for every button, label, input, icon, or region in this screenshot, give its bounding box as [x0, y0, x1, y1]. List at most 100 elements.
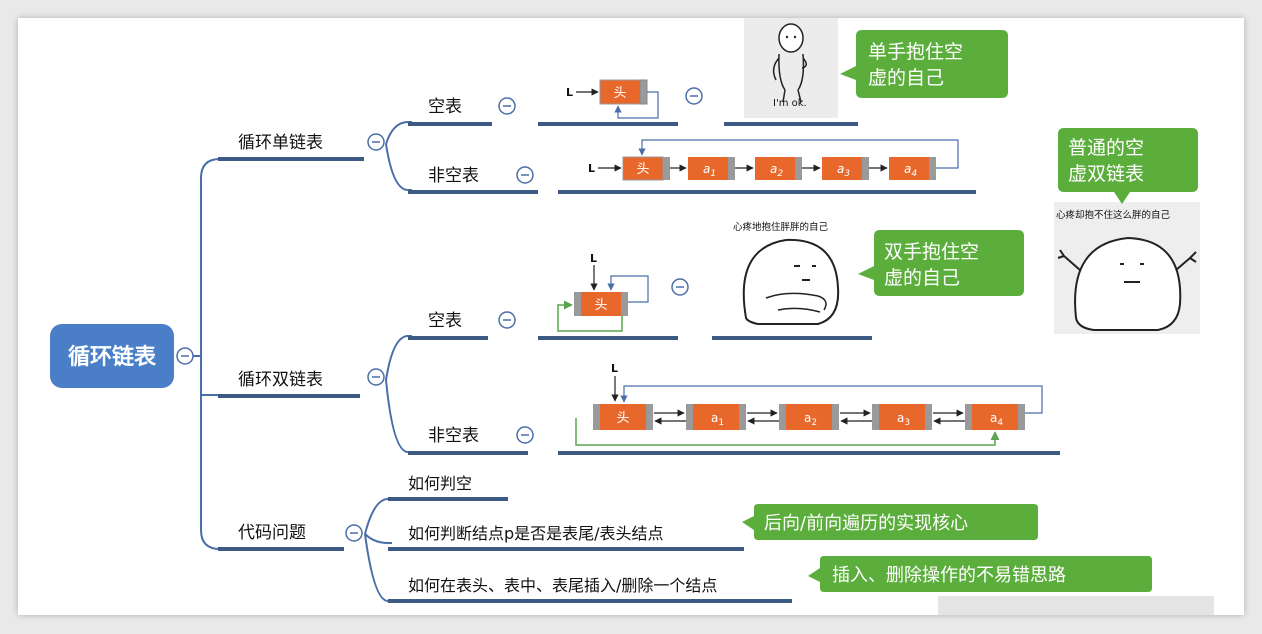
blob-arms [1057, 249, 1197, 271]
collapse-double[interactable] [367, 368, 385, 386]
node-a1-next [739, 404, 746, 430]
node-a2-label: a2 [770, 162, 783, 179]
connector-code-1 [364, 498, 392, 535]
node-a1-label: a1 [703, 162, 716, 179]
double-empty-label: 空表 [428, 311, 462, 331]
callout-single-hug: 单手抱住空 虚的自己 [840, 30, 1008, 98]
head-node [600, 404, 646, 430]
node-a2-label: a2 [804, 411, 817, 428]
underline-code-1 [388, 497, 508, 501]
collapse-single-empty-figure[interactable] [685, 87, 703, 105]
node-a2-prev [779, 404, 786, 430]
underline-single-empty [408, 122, 492, 126]
node-a2 [755, 157, 795, 180]
collapse-code[interactable] [345, 524, 363, 542]
figure-single-nonempty: L 头 a1 a2 a3 a4 [588, 139, 959, 181]
code-item-2: 如何判断结点p是否是表尾/表头结点 [408, 524, 664, 543]
root-node[interactable] [50, 324, 174, 388]
collapse-root[interactable] [176, 347, 194, 365]
blob-arms [765, 292, 827, 313]
underline-double-empty [408, 336, 488, 340]
head-label: 头 [636, 162, 649, 177]
pointer-label: L [590, 252, 597, 265]
callout-line2: 虚的自己 [868, 67, 944, 89]
underline-single [218, 157, 364, 161]
connector-single-empty [385, 121, 412, 145]
node-a4 [972, 404, 1018, 430]
next-self-loop-arrow [607, 275, 649, 303]
underline-double-empty-meme [712, 336, 872, 340]
node-a3-label: a3 [837, 162, 850, 179]
underline-single-empty-meme [724, 122, 858, 126]
node-a4-next [1018, 404, 1025, 430]
meme-im-ok: I'm ok. [744, 18, 838, 118]
collapse-double-nonempty[interactable] [516, 426, 534, 444]
mindmap-canvas: 循环链表 循环单链表 空表 非空表 循环双链表 空表 非空表 代码问题 如何判空… [50, 18, 1214, 615]
connector-root-code [200, 356, 221, 550]
code-item-1: 如何判空 [408, 474, 472, 493]
pointer-label: L [566, 86, 573, 99]
figure-double-empty: L 头 [557, 252, 649, 332]
branch-code-label: 代码问题 [238, 523, 306, 543]
node-a4-label: a4 [904, 162, 917, 179]
underline-code [218, 547, 344, 551]
head-node [581, 292, 621, 316]
tail-to-head-arrow [638, 139, 959, 169]
callout-line1: 普通的空 [1068, 137, 1144, 159]
head-next-field [639, 79, 648, 105]
underline-double-empty-figure [538, 336, 678, 340]
callout-bubble [858, 230, 1024, 296]
pointer-label: L [588, 162, 595, 175]
underline-code-3 [388, 599, 792, 603]
prev-self-loop-arrow [557, 300, 623, 332]
node-a4-prev [965, 404, 972, 430]
head-prev-field [593, 404, 600, 430]
head-label: 头 [594, 298, 607, 313]
node-a3-prev [872, 404, 879, 430]
node-a4 [889, 157, 929, 180]
node-a3-next [862, 157, 869, 180]
callout-bubble [840, 30, 1008, 98]
head-to-tail-prev-arrow [575, 418, 1000, 446]
collapse-single-empty[interactable] [498, 97, 516, 115]
underline-double-nonempty-figure [558, 451, 1060, 455]
collapse-single-nonempty[interactable] [516, 166, 534, 184]
head-label: 头 [613, 86, 626, 101]
node-a1-label: a1 [711, 411, 724, 428]
callout-line1: 双手抱住空 [884, 241, 979, 263]
connector-root-double [200, 356, 218, 396]
underline-single-nonempty-figure [558, 190, 976, 194]
head-node [599, 79, 641, 105]
callout-bubble [742, 504, 1038, 540]
callout-label: 插入、删除操作的不易错思路 [832, 565, 1066, 586]
node-a4-label: a4 [990, 411, 1003, 428]
underline-double [218, 394, 360, 398]
node-a1-prev [686, 404, 693, 430]
node-a1-next [728, 157, 735, 180]
code-item-3: 如何在表头、表中、表尾插入/删除一个结点 [408, 576, 717, 595]
single-nonempty-label: 非空表 [428, 166, 479, 186]
underline-single-empty-figure [538, 122, 678, 126]
head-next-field [663, 157, 670, 180]
self-loop-arrow [614, 91, 659, 119]
connector-lines [186, 121, 412, 602]
root-label: 循环链表 [68, 344, 157, 370]
node-a4-next [929, 157, 936, 180]
collapse-double-empty[interactable] [498, 311, 516, 329]
collapse-single[interactable] [367, 133, 385, 151]
branch-single-label: 循环单链表 [238, 133, 323, 153]
node-a2 [786, 404, 832, 430]
figure-single-empty: L 头 [566, 79, 659, 119]
collapse-double-empty-figure[interactable] [671, 278, 689, 296]
meme-cannot-hug-caption: 心疼却抱不住这么胖的自己 [1056, 209, 1171, 221]
tail-to-head-arrow [620, 385, 1043, 414]
branch-double-label: 循环双链表 [238, 370, 323, 390]
node-a3-next [925, 404, 932, 430]
meme-im-ok-caption: I'm ok. [773, 98, 807, 109]
connector-single-nonempty [385, 143, 412, 191]
mindmap-card: 循环链表 循环单链表 空表 非空表 循环双链表 空表 非空表 代码问题 如何判空… [18, 18, 1244, 615]
callout-traversal: 后向/前向遍历的实现核心 [742, 504, 1038, 540]
node-a3 [822, 157, 862, 180]
head-next-field [646, 404, 653, 430]
underline-single-nonempty [408, 190, 538, 194]
